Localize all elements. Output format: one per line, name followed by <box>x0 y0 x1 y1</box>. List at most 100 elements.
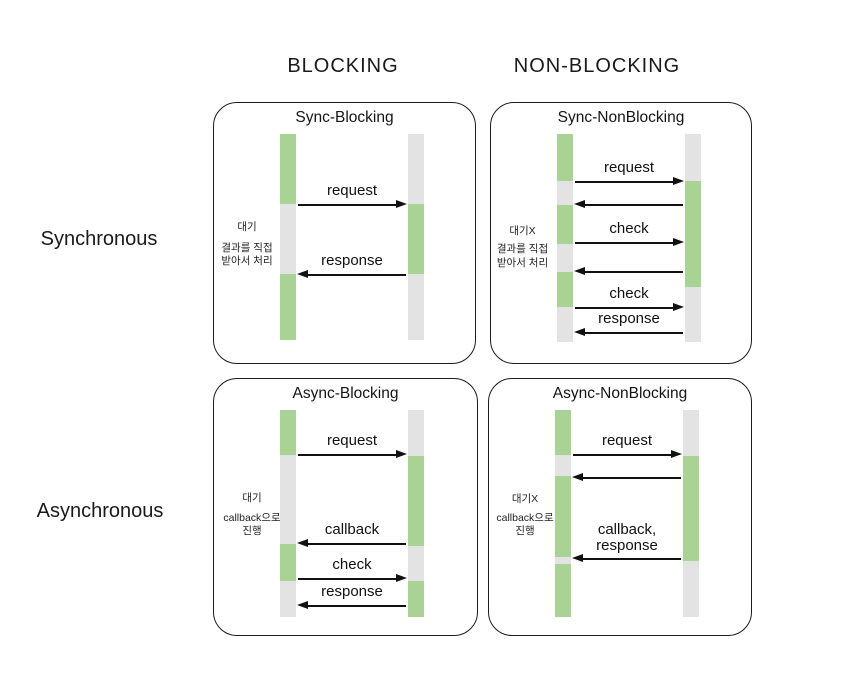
arrow-return <box>572 472 681 484</box>
note-line: 대기 <box>242 492 262 504</box>
arrow-label-line: request <box>326 182 378 199</box>
arrow-label-line: response <box>598 310 660 327</box>
timeline-segment-green <box>280 544 296 581</box>
arrowhead-icon <box>396 200 407 209</box>
timeline-segment-gray <box>557 244 573 272</box>
arrow-label-line: request <box>601 432 653 449</box>
arrow-line <box>582 558 681 560</box>
arrow-label: check <box>298 557 406 573</box>
arrow-label: check <box>575 286 683 302</box>
server-timeline-bar <box>408 410 424 617</box>
arrow-line <box>575 307 674 309</box>
arrow-label-line: check <box>332 556 372 573</box>
timeline-segment-green <box>280 274 296 340</box>
server-timeline-bar <box>683 410 699 617</box>
arrowhead-icon <box>396 574 407 583</box>
note-line: 대기X <box>509 225 536 237</box>
panel-title: Async-Blocking <box>292 385 399 402</box>
row-label-asynchronous: Asynchronous <box>36 500 164 522</box>
note-line: 결과를 직접 <box>221 242 273 254</box>
note-line: 받아서 처리 <box>496 257 549 269</box>
timeline-segment-green <box>280 410 296 455</box>
arrow-line <box>307 274 406 276</box>
timeline-segment-gray <box>555 557 571 564</box>
arrow-line <box>575 242 674 244</box>
arrowhead-icon <box>673 238 684 247</box>
arrow-callback <box>297 538 406 550</box>
arrow-check <box>298 573 407 585</box>
arrow-check <box>575 302 684 314</box>
note-text: 대기 callback으로 진행 <box>210 492 294 538</box>
arrowhead-icon <box>574 328 585 337</box>
arrow-line <box>584 204 683 206</box>
arrow-request <box>298 199 407 211</box>
note-line: 받아서 처리 <box>221 255 273 267</box>
note-line: callback으로 <box>496 512 554 524</box>
arrow-label: request <box>573 433 681 449</box>
note-line: 대기 <box>237 221 257 233</box>
timeline-segment-gray <box>408 134 424 204</box>
arrow-label-line: callback, <box>597 521 657 538</box>
arrowhead-icon <box>574 267 585 276</box>
arrowhead-icon <box>297 601 308 610</box>
arrow-line <box>307 543 406 545</box>
arrowhead-icon <box>673 303 684 312</box>
arrow-request <box>575 176 684 188</box>
note-line: 진행 <box>242 525 262 537</box>
timeline-segment-gray <box>683 561 699 617</box>
arrowhead-icon <box>572 473 583 482</box>
arrow-label-line: response <box>596 537 658 554</box>
arrow-line <box>298 578 397 580</box>
arrowhead-icon <box>673 177 684 186</box>
timeline-segment-green <box>408 456 424 546</box>
timeline-segment-green <box>683 456 699 561</box>
timeline-segment-green <box>555 410 571 455</box>
timeline-segment-gray <box>683 410 699 456</box>
arrow-label: response <box>298 584 406 600</box>
timeline-segment-gray <box>408 274 424 340</box>
panel-title: Sync-Blocking <box>295 109 394 126</box>
timeline-segment-gray <box>685 287 701 342</box>
arrow-response <box>297 269 406 281</box>
timeline-segment-gray <box>408 410 424 456</box>
server-timeline-bar <box>685 134 701 342</box>
arrow-label-line: response <box>321 583 383 600</box>
arrows-layer: request callback,response <box>489 379 751 635</box>
column-header-blocking: BLOCKING <box>287 55 399 77</box>
note-text: 대기X 결과를 직접 받아서 처리 <box>491 224 554 270</box>
arrows-layer: request callback check response <box>214 379 477 635</box>
client-timeline-bar <box>557 134 573 342</box>
arrowhead-icon <box>297 270 308 279</box>
panel-async-blocking: Async-Blocking 대기 callback으로 진행 request c… <box>213 378 478 636</box>
timeline-segment-green <box>557 272 573 307</box>
arrow-line <box>575 181 674 183</box>
column-header-non-blocking: NON-BLOCKING <box>513 55 681 77</box>
arrow-label: callback <box>298 522 406 538</box>
client-timeline-bar <box>280 410 296 617</box>
arrow-label: request <box>298 183 406 199</box>
arrow-label: request <box>298 433 406 449</box>
arrowhead-icon <box>574 200 585 209</box>
timeline-segment-green <box>408 581 424 617</box>
arrow-callback-response <box>572 553 681 565</box>
timeline-segment-green <box>555 476 571 557</box>
arrow-label-line: callback <box>324 521 380 538</box>
timeline-segment-green <box>280 134 296 204</box>
arrowhead-icon <box>396 450 407 459</box>
arrow-label: request <box>575 160 683 176</box>
arrowhead-icon <box>572 554 583 563</box>
timeline-segment-green <box>555 564 571 617</box>
timeline-segment-gray <box>685 134 701 181</box>
arrow-line <box>584 332 683 334</box>
panel-async-nonblocking: Async-NonBlocking 대기X callback으로 진행 requ… <box>488 378 752 636</box>
arrow-line <box>298 454 397 456</box>
arrow-line <box>298 204 397 206</box>
panel-title: Async-NonBlocking <box>552 385 688 402</box>
arrow-label-line: request <box>603 159 655 176</box>
note-line: 진행 <box>515 525 535 537</box>
arrow-response <box>574 327 683 339</box>
